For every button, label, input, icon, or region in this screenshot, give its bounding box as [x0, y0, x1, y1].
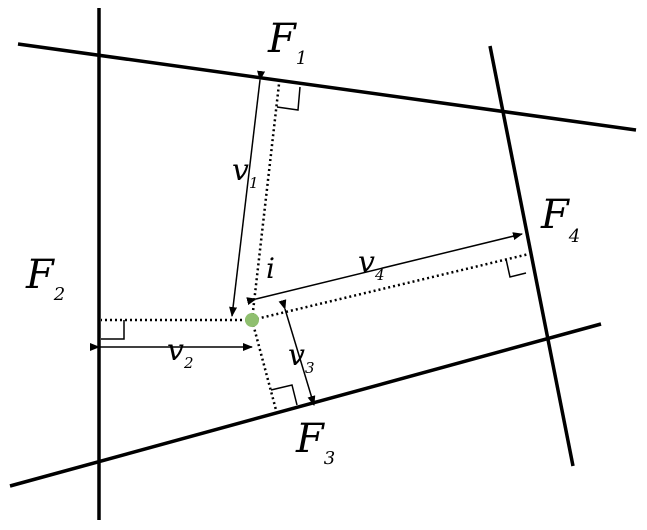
point-label: i: [266, 252, 275, 285]
right-angle-mark-f4: [505, 258, 527, 278]
distance-label-v4: v4: [358, 245, 385, 284]
arrow-v1: [229, 70, 266, 317]
arrow-v3: [278, 299, 316, 406]
facet-line-4: [488, 45, 575, 467]
distance-label-v2: v2: [167, 333, 194, 372]
right-angle-mark-f1: [276, 86, 301, 111]
point-i: [245, 313, 259, 327]
facet-label-f2: F2: [25, 252, 65, 305]
facet-label-f1: F1: [267, 16, 307, 69]
right-angle-mark-f2: [101, 320, 125, 340]
distance-label-v1: v1: [232, 153, 259, 192]
facet-label-f3: F3: [295, 416, 335, 469]
facet-label-f4: F4: [540, 192, 580, 247]
perp-to-f4: [251, 252, 530, 322]
distance-label-v3: v3: [288, 338, 315, 377]
perp-to-f3: [250, 319, 278, 411]
facet-line-1: [17, 42, 637, 132]
arrow-v4: [246, 232, 523, 306]
